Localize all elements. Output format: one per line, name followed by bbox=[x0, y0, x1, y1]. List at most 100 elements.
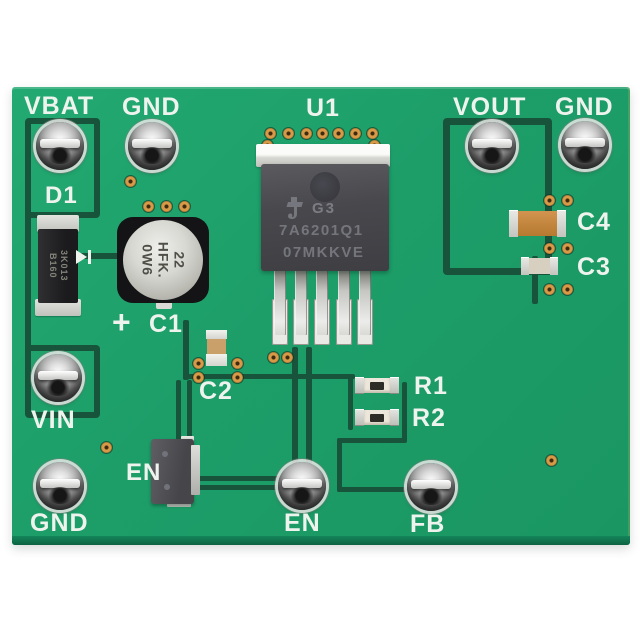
en-switch-metal-strip bbox=[191, 445, 200, 495]
via bbox=[283, 128, 294, 139]
u1-lead bbox=[316, 267, 328, 335]
u1-lead bbox=[274, 267, 286, 335]
via bbox=[350, 128, 361, 139]
copper-trace bbox=[337, 438, 342, 492]
gnd-top-left-screw-terminal bbox=[128, 122, 176, 170]
label-gnd-bottom: GND bbox=[30, 509, 89, 537]
vout-screw-terminal bbox=[468, 122, 516, 170]
c4-left-end bbox=[509, 210, 518, 237]
c2-body bbox=[207, 339, 226, 354]
gnd-bottom-screw-terminal bbox=[36, 462, 84, 510]
copper-trace bbox=[402, 382, 407, 442]
r1-code-mark bbox=[370, 382, 384, 390]
via bbox=[232, 372, 243, 383]
via bbox=[367, 128, 378, 139]
via bbox=[101, 442, 112, 453]
via bbox=[125, 176, 136, 187]
label-en-switch: EN bbox=[126, 459, 162, 486]
copper-trace bbox=[348, 376, 353, 430]
copper-trace bbox=[25, 200, 31, 350]
en-switch bbox=[151, 436, 203, 508]
via bbox=[193, 372, 204, 383]
c4-body bbox=[518, 211, 557, 236]
copper-trace bbox=[340, 438, 407, 443]
label-vbat: VBAT bbox=[24, 92, 95, 120]
c1-marking: 22 HFK. 0W6 bbox=[138, 241, 188, 279]
r1-left-end bbox=[355, 377, 364, 394]
d1-bottom-pad bbox=[35, 299, 81, 316]
vbat-screw-terminal bbox=[36, 122, 84, 170]
via bbox=[562, 243, 573, 254]
via bbox=[562, 195, 573, 206]
copper-trace bbox=[306, 347, 312, 469]
via bbox=[317, 128, 328, 139]
en-switch-body bbox=[151, 439, 194, 504]
copper-trace bbox=[80, 253, 120, 259]
c1-capacitor: 22 HFK. 0W6 bbox=[116, 213, 210, 309]
c1-lead bbox=[156, 299, 172, 309]
c2-bottom-end bbox=[206, 354, 227, 366]
fb-screw-terminal bbox=[407, 463, 455, 511]
via bbox=[544, 195, 555, 206]
copper-trace bbox=[198, 476, 286, 481]
via bbox=[143, 201, 154, 212]
label-c3: C3 bbox=[577, 253, 611, 281]
label-vin: VIN bbox=[31, 406, 76, 434]
copper-trace bbox=[337, 487, 415, 492]
chip-marking-line1: G3 bbox=[312, 199, 337, 217]
vin-trace-loop bbox=[25, 345, 100, 418]
u1-lead bbox=[295, 267, 307, 335]
r2-right-end bbox=[390, 409, 399, 426]
r2-resistor bbox=[355, 409, 399, 426]
diode-polarity-bar bbox=[88, 250, 91, 264]
chip-marking-line3: 07MKKVE bbox=[283, 244, 365, 261]
ti-logo-icon bbox=[286, 197, 303, 219]
vin-screw-terminal bbox=[34, 354, 82, 402]
r2-left-end bbox=[355, 409, 364, 426]
copper-trace bbox=[176, 380, 181, 440]
label-c1: C1 bbox=[149, 310, 183, 338]
via bbox=[265, 128, 276, 139]
via bbox=[232, 358, 243, 369]
via bbox=[268, 352, 279, 363]
c3-capacitor bbox=[521, 257, 558, 275]
label-u1: U1 bbox=[306, 94, 340, 122]
chip-marking-line2: 7A6201Q1 bbox=[279, 222, 364, 239]
c2-capacitor bbox=[206, 330, 227, 366]
c3-right-end bbox=[550, 257, 558, 275]
copper-trace bbox=[198, 485, 286, 490]
via bbox=[161, 201, 172, 212]
en-screw-terminal bbox=[278, 462, 326, 510]
copper-trace bbox=[183, 320, 189, 380]
c3-left-end bbox=[521, 257, 529, 275]
via bbox=[193, 358, 204, 369]
c4-right-end bbox=[557, 210, 566, 237]
copper-trace bbox=[187, 380, 192, 440]
via bbox=[546, 455, 557, 466]
label-vout: VOUT bbox=[453, 93, 527, 121]
label-d1: D1 bbox=[45, 182, 78, 209]
r1-resistor bbox=[355, 377, 399, 394]
r2-code-mark bbox=[370, 414, 384, 422]
u1-lead bbox=[359, 267, 371, 335]
via bbox=[544, 284, 555, 295]
label-r1: R1 bbox=[414, 372, 448, 400]
copper-trace bbox=[532, 256, 538, 304]
via bbox=[179, 201, 190, 212]
c3-body bbox=[529, 258, 550, 274]
d1-top-pad bbox=[37, 215, 79, 232]
label-c2: C2 bbox=[199, 377, 233, 405]
label-r2: R2 bbox=[412, 404, 446, 432]
label-c4: C4 bbox=[577, 208, 611, 236]
r1-right-end bbox=[390, 377, 399, 394]
label-gnd-top-right: GND bbox=[555, 93, 614, 121]
label-fb: FB bbox=[410, 510, 446, 538]
copper-trace bbox=[292, 347, 298, 469]
u1-lead bbox=[338, 267, 350, 335]
c1-top-face: 22 HFK. 0W6 bbox=[123, 220, 203, 300]
c2-top-end bbox=[206, 330, 227, 339]
